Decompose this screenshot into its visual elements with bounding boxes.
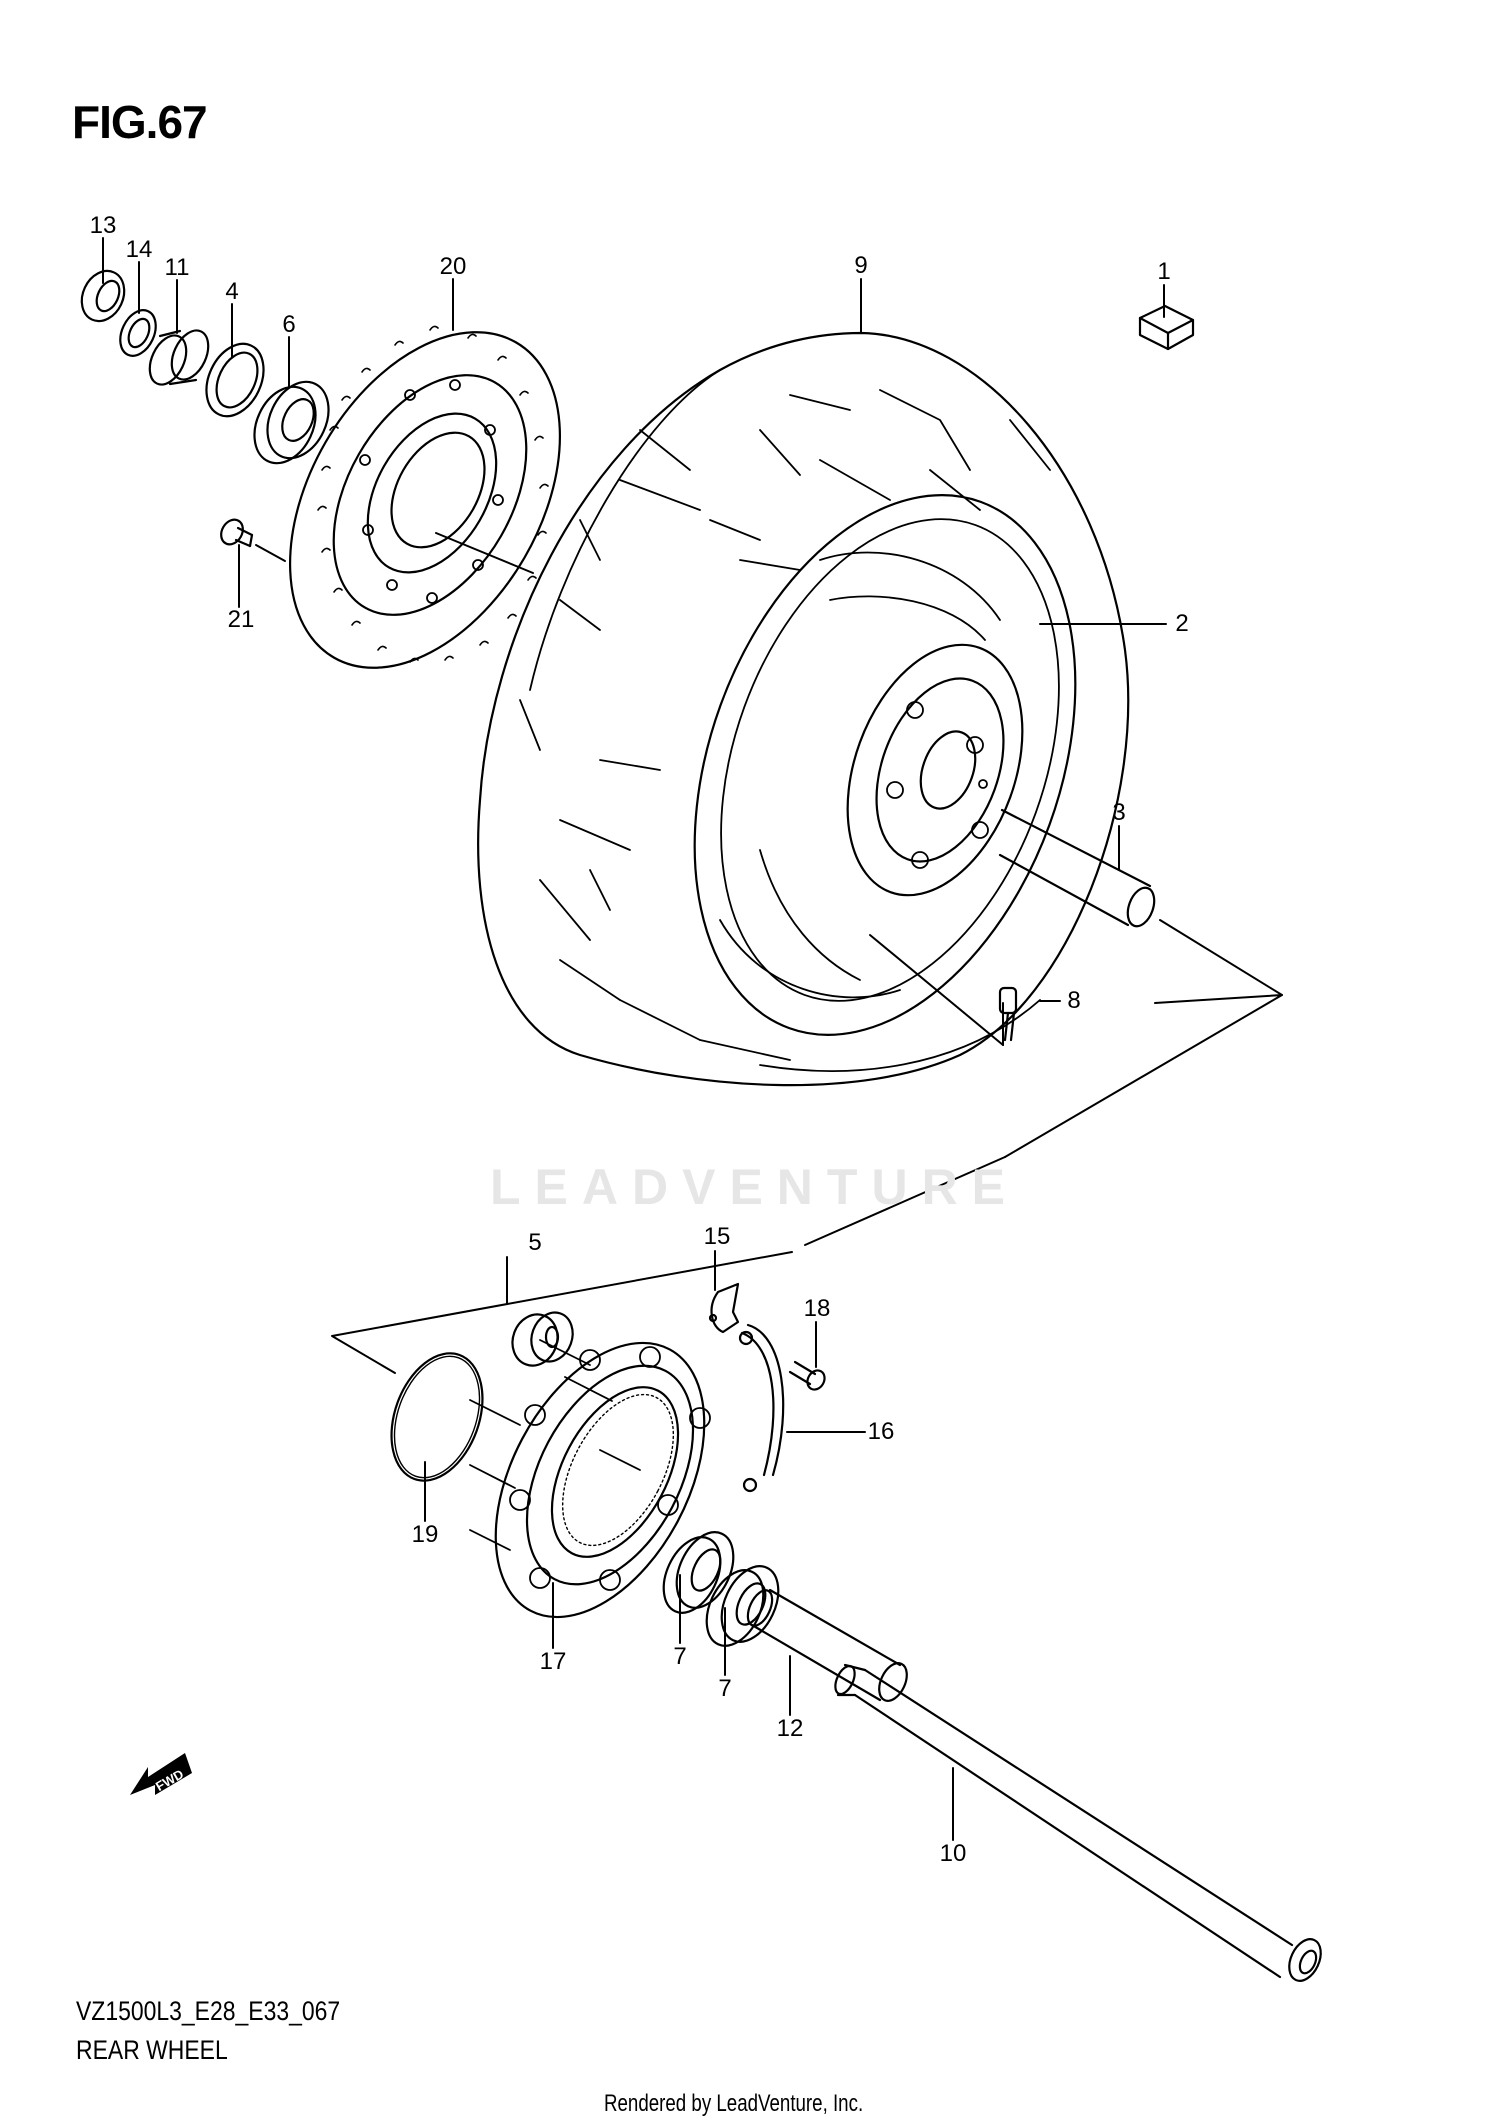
callout-7a[interactable]: 7 [673, 1643, 687, 1670]
callout-12[interactable]: 12 [776, 1715, 804, 1742]
spacer-11 [148, 329, 210, 386]
callout-6[interactable]: 6 [282, 311, 296, 338]
o-ring-19 [390, 1352, 484, 1482]
spacer-tube-3 [998, 808, 1156, 928]
leader-lines [102, 237, 1167, 1841]
figure-name: REAR WHEEL [76, 2035, 228, 2065]
callout-9[interactable]: 9 [854, 252, 868, 279]
callout-16[interactable]: 16 [867, 1418, 895, 1445]
callout-5[interactable]: 5 [528, 1229, 542, 1256]
watermark: LEADVENTURE [490, 1159, 1020, 1215]
valve-8 [998, 986, 1018, 1042]
callout-18[interactable]: 18 [803, 1295, 831, 1322]
spacer-12 [746, 1588, 908, 1702]
callout-19[interactable]: 19 [411, 1521, 439, 1548]
callout-11[interactable]: 11 [164, 254, 190, 281]
callout-8[interactable]: 8 [1067, 987, 1081, 1014]
bearing-6 [253, 380, 330, 465]
tire-9 [477, 331, 1130, 1087]
bearing-7a [662, 1531, 735, 1614]
callout-2[interactable]: 2 [1175, 610, 1189, 637]
nut-13 [80, 269, 126, 323]
figure-title: FIG.67 [72, 96, 208, 148]
callout-15[interactable]: 15 [703, 1223, 731, 1250]
figure-code: VZ1500L3_E28_E33_067 [76, 1996, 341, 2026]
callout-14[interactable]: 14 [125, 236, 153, 263]
callout-4[interactable]: 4 [225, 278, 239, 305]
callout-17[interactable]: 17 [539, 1648, 567, 1675]
hub-drum-17 [469, 1339, 711, 1619]
axis-guide-lines [331, 919, 1283, 1374]
damper-5 [511, 1311, 574, 1367]
callout-7b[interactable]: 7 [718, 1675, 732, 1702]
axle-10 [834, 1663, 1322, 1982]
sensor-bracket-16 [738, 1323, 785, 1493]
callout-13[interactable]: 13 [89, 212, 117, 239]
render-credit: Rendered by LeadVenture, Inc. [604, 2090, 864, 2117]
brake-disc-20 [288, 325, 562, 669]
forward-direction-arrow-icon: FWD [130, 1753, 192, 1795]
callout-3[interactable]: 3 [1112, 799, 1126, 826]
disc-bolt-21 [220, 518, 254, 548]
callout-20[interactable]: 20 [439, 253, 467, 280]
callout-10[interactable]: 10 [939, 1840, 967, 1867]
oil-seal-4 [205, 342, 265, 418]
balance-weight-1 [1138, 304, 1195, 351]
bearing-7b [705, 1565, 780, 1647]
callout-1[interactable]: 1 [1157, 258, 1171, 285]
plate-15 [708, 1282, 740, 1334]
washer-14 [119, 309, 157, 357]
callout-21[interactable]: 21 [227, 606, 255, 633]
rim-2 [693, 494, 1077, 1036]
screw-18 [788, 1360, 826, 1391]
